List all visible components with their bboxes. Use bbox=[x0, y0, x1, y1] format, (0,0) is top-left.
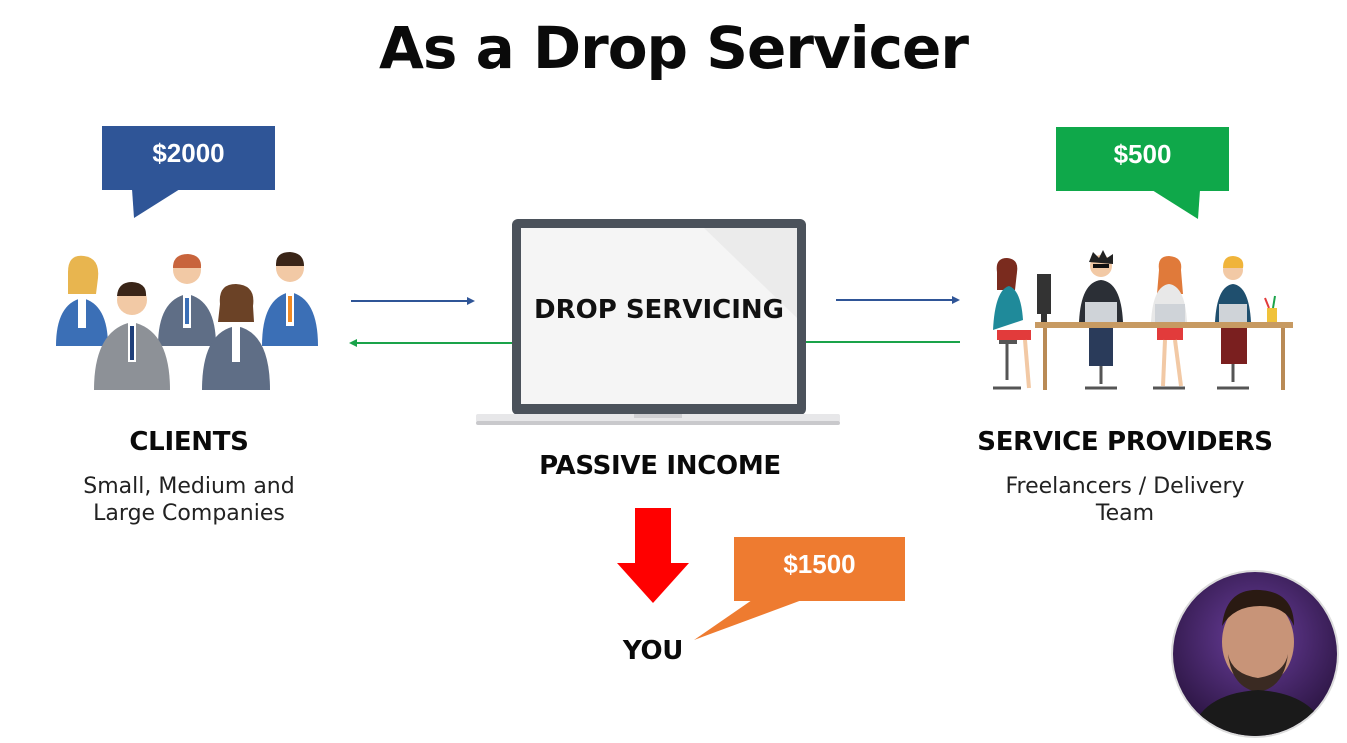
you-label: YOU bbox=[622, 636, 684, 666]
screen-label: DROP SERVICING bbox=[534, 295, 784, 325]
clients-group-illustration bbox=[56, 252, 318, 390]
providers-team-illustration bbox=[993, 250, 1293, 390]
you-price-bubble bbox=[694, 537, 905, 640]
clients-heading: CLIENTS bbox=[129, 427, 249, 457]
clients-arrows bbox=[349, 297, 515, 347]
presenter-avatar bbox=[1171, 570, 1339, 738]
down-arrow-icon bbox=[617, 508, 689, 603]
page-title: As a Drop Servicer bbox=[379, 14, 969, 82]
clients-description-line2: Large Companies bbox=[93, 501, 285, 526]
center-caption: PASSIVE INCOME bbox=[539, 451, 781, 481]
clients-description-line1: Small, Medium and bbox=[83, 474, 295, 499]
providers-description-line1: Freelancers / Delivery bbox=[1005, 474, 1245, 499]
providers-price-bubble bbox=[1056, 127, 1229, 219]
clients-price: $2000 bbox=[152, 138, 225, 168]
providers-heading: SERVICE PROVIDERS bbox=[977, 427, 1273, 457]
providers-arrows bbox=[804, 296, 960, 343]
clients-price-bubble bbox=[102, 126, 275, 218]
providers-description-line2: Team bbox=[1095, 501, 1155, 526]
you-price: $1500 bbox=[783, 549, 856, 579]
laptop-illustration bbox=[476, 219, 840, 425]
providers-price: $500 bbox=[1113, 139, 1172, 169]
